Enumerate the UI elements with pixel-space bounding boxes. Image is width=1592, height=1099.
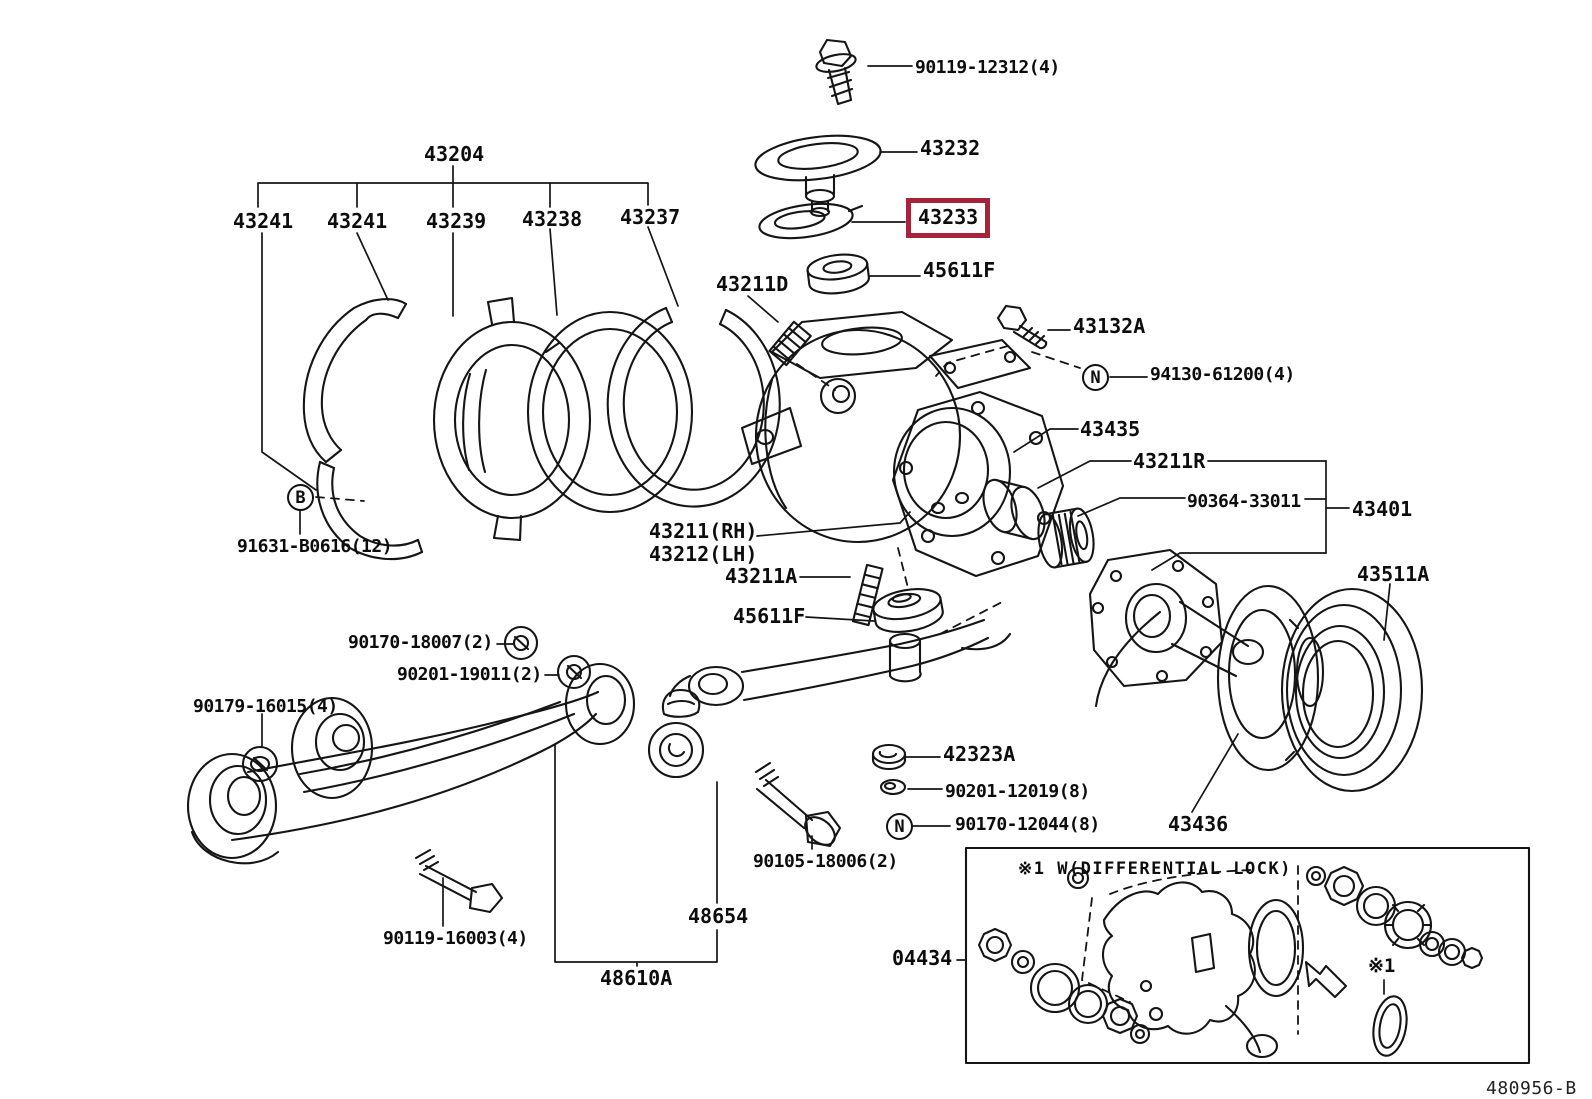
relay-rod-drawing (670, 600, 1160, 706)
part-label-43241-b[interactable]: 43241 (327, 209, 388, 233)
gasket-43233-drawing (757, 199, 862, 244)
part-label-43238[interactable]: 43238 (522, 207, 583, 231)
cap-42323a-drawing (873, 745, 905, 769)
part-label-43132a[interactable]: 43132A (1073, 314, 1146, 338)
inset-arrow-icon (1306, 962, 1346, 997)
part-label-43511a[interactable]: 43511A (1357, 562, 1430, 586)
part-label-43401[interactable]: 43401 (1352, 497, 1413, 521)
knuckle-drawing (742, 312, 1063, 576)
stud-43211d-drawing (769, 322, 810, 365)
inset-seal-kit-left-drawing (979, 929, 1149, 1043)
part-label-90119-12312[interactable]: 90119-12312(4) (915, 57, 1060, 78)
part-label-43435[interactable]: 43435 (1080, 417, 1141, 441)
marker-b-circle: B (287, 484, 314, 511)
part-label-43211a[interactable]: 43211A (725, 564, 798, 588)
arm-washer-drawing (558, 656, 590, 688)
part-label-45611f-lower[interactable]: 45611F (733, 604, 806, 628)
part-label-94130-61200[interactable]: 94130-61200(4) (1150, 364, 1295, 385)
part-label-90179-16015[interactable]: 90179-16015(4) (193, 696, 338, 717)
part-label-90170-12044[interactable]: 90170-12044(8) (955, 814, 1100, 835)
bearing-upper-drawing (806, 251, 870, 296)
seal-lower-drawing (871, 584, 945, 636)
part-label-48654[interactable]: 48654 (688, 904, 749, 928)
needle-bearing-drawing (1035, 507, 1098, 570)
part-label-43239[interactable]: 43239 (426, 209, 487, 233)
arm-nut-drawing (243, 747, 277, 781)
marker-n-lower-circle: N (886, 813, 913, 840)
washer-90201-12019-drawing (881, 780, 905, 794)
marker-n-upper-circle: N (1082, 364, 1109, 391)
part-label-42323a[interactable]: 42323A (943, 742, 1016, 766)
part-label-43237[interactable]: 43237 (620, 205, 681, 229)
part-label-90201-19011[interactable]: 90201-19011(2) (397, 664, 542, 685)
spindle-43436-drawing (1218, 586, 1318, 770)
part-label-91631-b0616[interactable]: 91631-B0616(12) (237, 536, 393, 557)
part-label-43211r[interactable]: 43211R (1133, 449, 1206, 473)
inset-seal-kit-right-drawing (1307, 867, 1482, 968)
inset-title: ※1 W(DIFFERENTIAL LOCK) (1018, 859, 1292, 879)
bolt-43132a-drawing (998, 306, 1046, 348)
part-label-43436[interactable]: 43436 (1168, 812, 1229, 836)
inset-housing-drawing (1068, 868, 1303, 1057)
part-label-43204[interactable]: 43204 (424, 142, 485, 166)
part-label-43233[interactable]: 43233 (906, 198, 991, 238)
part-label-48610a[interactable]: 48610A (600, 966, 673, 990)
part-label-43232[interactable]: 43232 (920, 136, 981, 160)
flange-bolt-drawing (815, 40, 857, 104)
inset-oring-drawing (1369, 994, 1411, 1059)
part-label-43211-rh[interactable]: 43211(RH) (649, 519, 758, 543)
inset-ref-marker: ※1 (1368, 955, 1396, 977)
stud-43211a-drawing (853, 565, 883, 625)
arm-grommet-drawing (505, 627, 537, 659)
part-label-90105-18006[interactable]: 90105-18006(2) (753, 851, 898, 872)
bolt-90105-drawing (756, 763, 840, 850)
part-label-45611f-upper[interactable]: 45611F (923, 258, 996, 282)
gasket-43239-drawing (434, 298, 590, 540)
inset-box (966, 848, 1529, 1063)
part-label-43212-lh[interactable]: 43212(LH) (649, 542, 758, 566)
part-label-90119-16003[interactable]: 90119-16003(4) (383, 928, 528, 949)
hub-43511a-drawing (1282, 589, 1422, 791)
part-label-90170-18007[interactable]: 90170-18007(2) (348, 632, 493, 653)
bushing-48654-drawing (649, 690, 703, 777)
part-label-04434[interactable]: 04434 (892, 946, 953, 970)
felt-seal-lower-drawing (317, 462, 422, 559)
axle-shaft-drawing (1090, 550, 1248, 686)
felt-seal-upper-drawing (304, 299, 406, 462)
figure-code: 480956-B (1486, 1078, 1577, 1099)
control-arm-drawing (188, 664, 634, 863)
part-label-90364-33011[interactable]: 90364-33011 (1187, 491, 1301, 512)
part-label-90201-12019[interactable]: 90201-12019(8) (945, 781, 1090, 802)
ring-43238-drawing (528, 312, 692, 512)
arm-bolt-drawing (416, 850, 502, 912)
part-label-43211d[interactable]: 43211D (716, 272, 789, 296)
part-label-43241-a[interactable]: 43241 (233, 209, 294, 233)
